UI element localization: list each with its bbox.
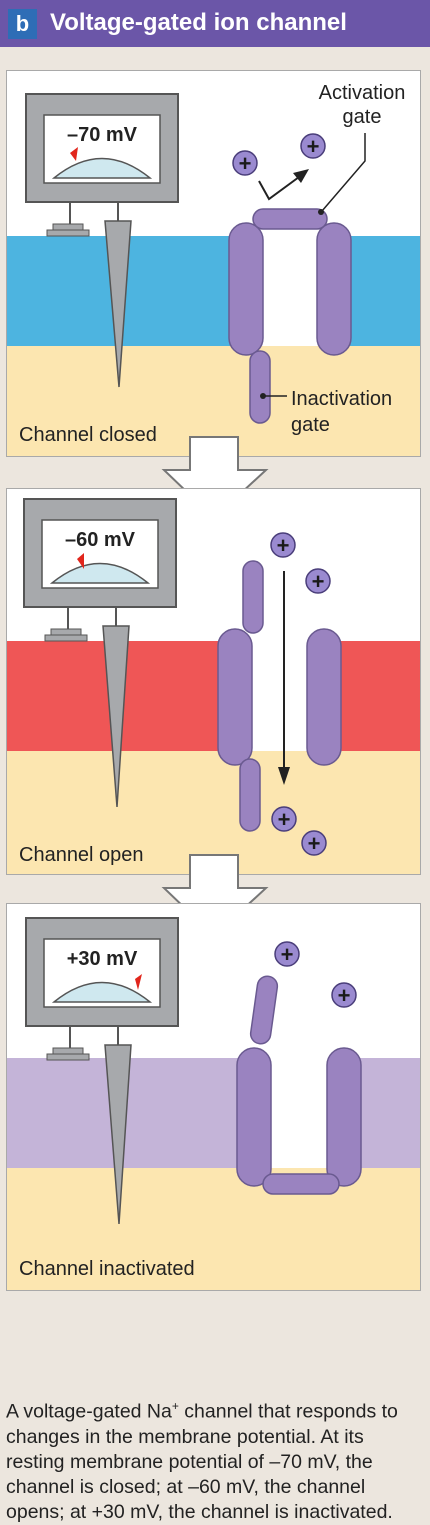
svg-text:+: + xyxy=(239,151,252,176)
activation-gate xyxy=(242,560,264,634)
svg-text:+: + xyxy=(308,831,321,856)
meter-reading: –70 mV xyxy=(67,124,138,146)
figure-caption: A voltage-gated Na+ channel that respond… xyxy=(6,1394,424,1525)
svg-text:+: + xyxy=(277,533,290,558)
membrane xyxy=(7,641,420,751)
channel-subunit-left xyxy=(217,628,253,766)
activation-gate-label: Activation gate xyxy=(318,82,406,128)
electrode-icon xyxy=(102,625,130,808)
header: b Voltage-gated ion channel xyxy=(0,0,430,47)
ion-icon: + xyxy=(270,532,296,558)
electrode-icon xyxy=(104,1044,132,1225)
activation-gate xyxy=(249,975,279,1045)
ion-icon: + xyxy=(271,806,297,832)
svg-text:+: + xyxy=(278,807,291,832)
panel-open-drawing: + + + + –60 mV xyxy=(7,489,420,874)
arrow-icon xyxy=(258,169,309,201)
svg-text:+: + xyxy=(281,942,294,967)
panel-badge: b xyxy=(8,9,37,39)
voltmeter-icon xyxy=(23,498,177,808)
arrow-icon xyxy=(278,571,290,785)
state-label: Channel closed xyxy=(19,424,157,446)
membrane xyxy=(7,236,420,346)
channel-subunit-right xyxy=(326,1047,362,1187)
ion-icon: + xyxy=(232,150,258,176)
cytoplasm xyxy=(7,751,420,874)
caption-prefix: A voltage-gated Na xyxy=(6,1400,172,1423)
inactivation-gate xyxy=(249,350,271,424)
ion-icon: + xyxy=(301,830,327,856)
cytoplasm xyxy=(7,1168,420,1290)
inactivation-gate-label: Inactivation gate xyxy=(291,388,393,436)
inactivation-gate xyxy=(262,1173,340,1195)
channel-subunit-left xyxy=(228,222,264,356)
panel-closed: + + –70 mV Activation gate Inactivation … xyxy=(6,70,421,457)
panel-open: + + + + –60 mV Channel open xyxy=(6,488,421,875)
inactivation-gate xyxy=(239,758,261,832)
state-label: Channel open xyxy=(19,844,144,866)
svg-text:+: + xyxy=(338,983,351,1008)
voltmeter-icon xyxy=(25,917,179,1225)
meter-reading: +30 mV xyxy=(67,948,138,970)
activation-gate xyxy=(252,208,328,230)
panel-inactivated-drawing: + + +30 mV xyxy=(7,904,420,1290)
svg-text:+: + xyxy=(312,569,325,594)
state-label: Channel inactivated xyxy=(19,1258,195,1280)
ion-icon: + xyxy=(274,941,300,967)
ion-icon: + xyxy=(331,982,357,1008)
panel-closed-drawing: + + –70 mV xyxy=(7,71,420,456)
svg-text:+: + xyxy=(307,134,320,159)
ion-icon: + xyxy=(305,568,331,594)
panel-inactivated: + + +30 mV Channel inactivated xyxy=(6,903,421,1291)
channel-subunit-left xyxy=(236,1047,272,1187)
caption-superscript: + xyxy=(171,1399,179,1413)
channel-subunit-right xyxy=(316,222,352,356)
voltmeter-icon xyxy=(25,93,179,388)
ion-icon: + xyxy=(300,133,326,159)
electrode-icon xyxy=(104,220,132,388)
meter-reading: –60 mV xyxy=(65,529,136,551)
figure-title: Voltage-gated ion channel xyxy=(50,9,347,36)
channel-subunit-right xyxy=(306,628,342,766)
